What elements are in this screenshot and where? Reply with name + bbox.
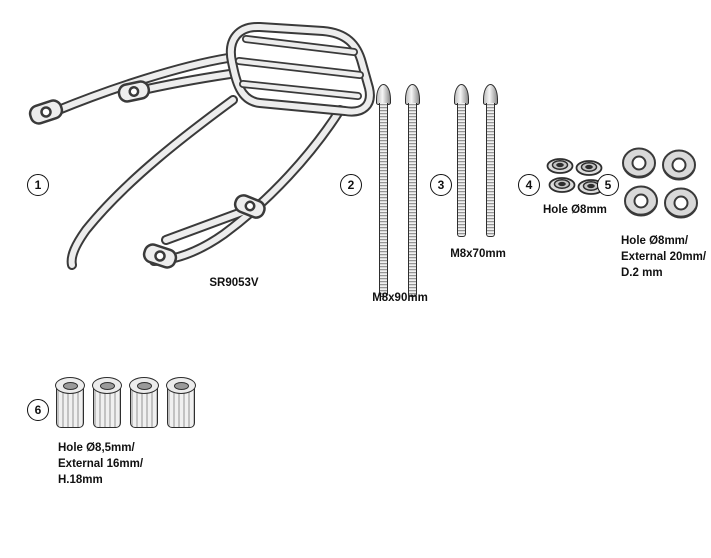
nut-group [546,157,608,199]
bolt-shaft [408,103,417,297]
spacer-group [55,377,196,430]
spacer-icon [166,377,196,430]
item-4-number: 4 [525,178,533,192]
item-5-label: Hole Ø8mm/ External 20mm/ D.2 mm [621,235,707,279]
washer-group [621,147,703,225]
item-3-badge: 3 [430,174,452,196]
item-6-number: 6 [34,403,42,417]
spacer-hole [99,381,115,390]
bolt-shaft [379,103,388,297]
item-5-badge: 5 [597,174,619,196]
washer-icon [622,147,656,179]
item-6-label: Hole Ø8,5mm/ External 16mm/ H.18mm [58,442,144,486]
item-2-badge: 2 [340,174,362,196]
item-6-badge: 6 [27,399,49,421]
spacer-hole [173,381,189,390]
bolt-head [483,84,498,105]
bolt-pair-m8x90 [376,84,420,297]
spacer-icon [92,377,122,430]
item-3-label: M8x70mm [450,248,506,260]
nut-icon [546,158,574,174]
part-number-label: SR9053V [209,277,259,289]
spacer-icon [55,377,85,430]
item-1-number: 1 [34,178,42,192]
bolt-head [454,84,469,105]
item-3-number: 3 [437,178,445,192]
mount-tab-icon [28,80,266,269]
item-1-badge: 1 [27,174,49,196]
item-2-number: 2 [347,178,355,192]
washer-icon [664,187,698,219]
item-4-badge: 4 [518,174,540,196]
bolt-icon [483,84,498,237]
item-2-label: M8x90mm [372,292,428,304]
washer-icon [662,149,696,181]
bolt-head [405,84,420,105]
bolt-icon [454,84,469,237]
rack-illustration [28,22,375,270]
nut-icon [548,177,576,193]
bolt-shaft [457,103,466,237]
bolt-icon [376,84,391,297]
nut-icon [575,160,603,176]
item-5-number: 5 [604,178,612,192]
bolt-shaft [486,103,495,237]
bolt-head [376,84,391,105]
item-4-label: Hole Ø8mm [543,204,607,216]
bolt-icon [405,84,420,297]
washer-icon [624,185,658,217]
spacer-hole [136,381,152,390]
spacer-icon [129,377,159,430]
spacer-hole [62,381,78,390]
bolt-pair-m8x70 [454,84,498,237]
